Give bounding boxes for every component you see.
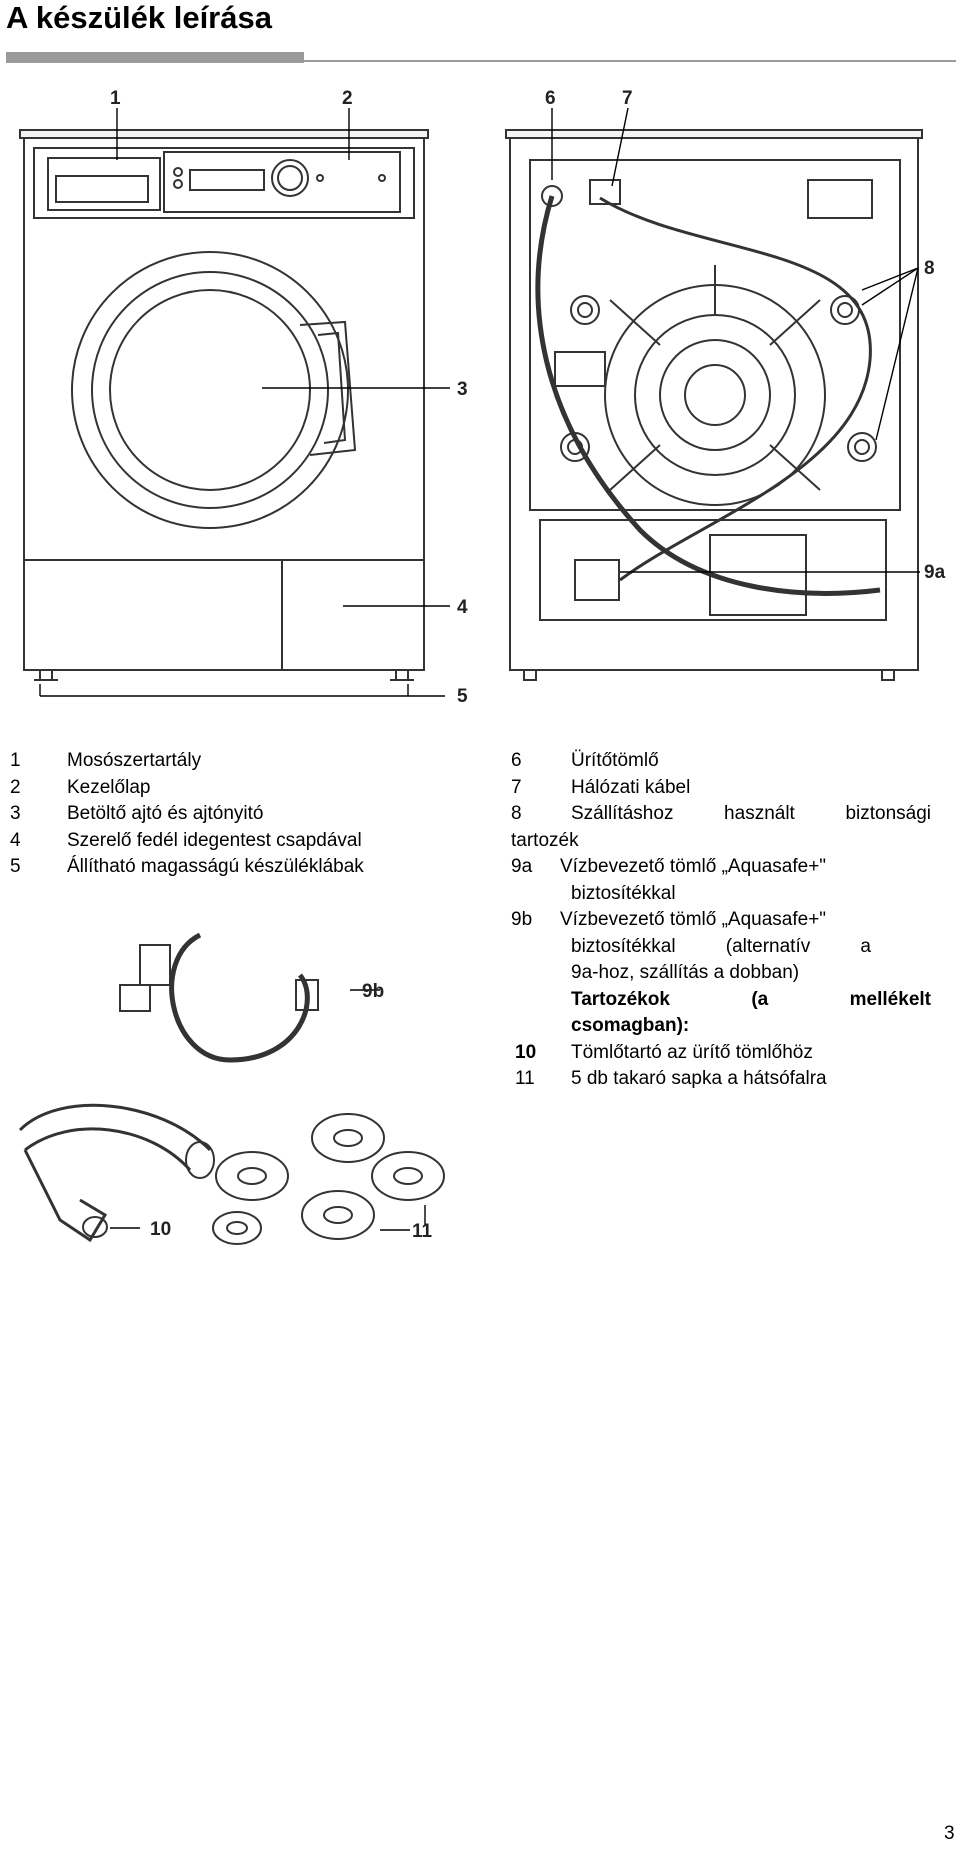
callout-8: 8 [924, 258, 935, 279]
callout-2: 2 [342, 88, 353, 109]
callout-10: 10 [150, 1219, 171, 1240]
cover-caps-illustration [212, 1113, 445, 1245]
transport-bolt-icons [560, 295, 877, 462]
list-item-continuation: biztosítékkal [571, 882, 676, 904]
front-view-illustration [19, 129, 429, 681]
page-number: 3 [944, 1823, 955, 1844]
callout-7: 7 [622, 88, 633, 109]
accessories-heading: Tartozékok (a mellékelt [571, 988, 931, 1010]
callout-1: 1 [110, 88, 121, 109]
accessories-heading-continuation: csomagban): [571, 1015, 690, 1036]
callout-5: 5 [457, 686, 468, 707]
page-title: A készülék leírása [6, 0, 272, 35]
back-view-illustration [505, 129, 923, 681]
list-item-continuation: tartozék [511, 829, 579, 851]
callout-6: 6 [545, 88, 556, 109]
list-item-continuation: 9a-hoz, szállítás a dobban) [571, 962, 800, 983]
title-rule-thin [304, 60, 956, 62]
callout-11: 11 [412, 1221, 433, 1242]
title-rule-thick [6, 52, 304, 63]
inlet-hose-9b-illustration [119, 932, 319, 1063]
hose-holder-illustration [18, 1103, 215, 1243]
callout-9a: 9a [924, 562, 946, 583]
list-item-continuation: biztosítékkal (alternatív a [571, 935, 871, 957]
callout-3: 3 [457, 379, 468, 400]
callout-9b: 9b [362, 981, 384, 1002]
appliance-diagram: 1 2 3 4 5 6 7 8 9a 9b 10 11 [18, 88, 946, 1245]
callout-4: 4 [457, 597, 468, 618]
